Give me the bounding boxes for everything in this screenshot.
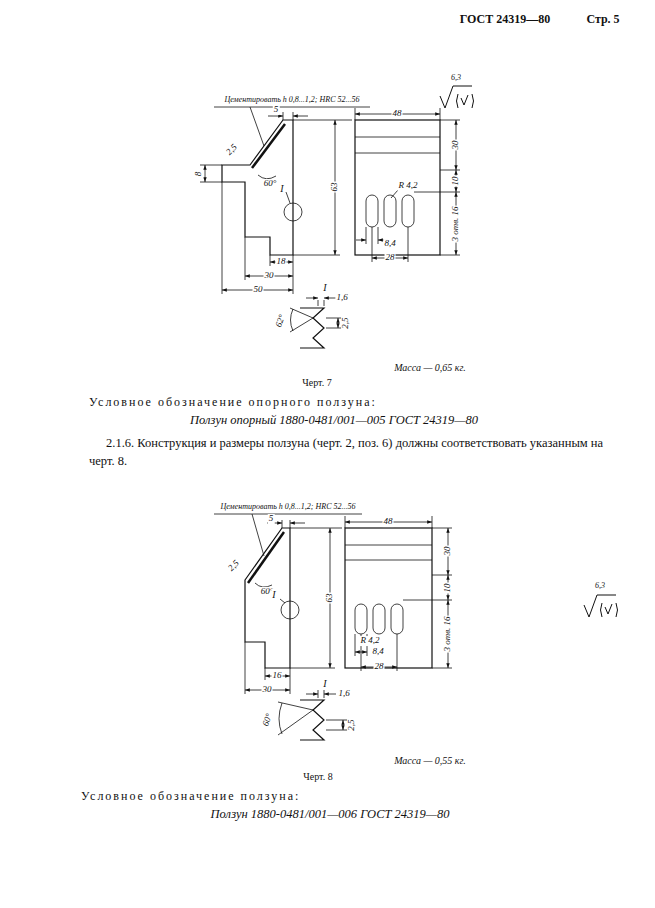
dimension-label: 1,6 (335, 293, 348, 303)
figure-caption: Черт. 7 (301, 377, 332, 388)
side-view (200, 107, 370, 294)
dimension-label: 18 (276, 257, 287, 267)
dimension-label: 60° (261, 711, 275, 728)
dimension-label: 48 (383, 517, 394, 527)
body-paragraph: 2.1.6. Конструкция и размеры ползуна (че… (88, 434, 630, 470)
header-text: Стр. 5 (585, 13, 620, 26)
detail-view (290, 298, 342, 348)
note-text: 6,3 (594, 582, 606, 591)
dimension-label: 60° (263, 179, 278, 189)
dimension-label: 3 отв. 16 (443, 615, 453, 652)
dimension-label: 63 (325, 593, 335, 604)
dimension-label: 50 (253, 285, 264, 295)
dimension-label: 8,4 (383, 239, 396, 249)
designation-heading: Условное обозначение ползуна: (80, 790, 301, 803)
note-text: Цементировать h 0,8...1,2; HRC 52...56 (223, 96, 360, 105)
roughness-symbol (440, 86, 474, 108)
dimension-label: 30 (262, 685, 273, 695)
designation-heading: Условное обозначение опорного ползуна: (88, 396, 378, 409)
dimension-label: 2,5 (224, 142, 240, 158)
dimension-label: 48 (392, 109, 403, 119)
note-text: Цементировать h 0,8...1,2; HRC 52...56 (219, 503, 356, 512)
mass-note: I (322, 282, 327, 293)
dimension-label: 5 (268, 514, 275, 524)
dimension-label: 28 (385, 253, 396, 263)
dimension-label: 10 (443, 583, 453, 594)
dimension-label: 10 (451, 176, 461, 187)
dimension-label: 2,5 (347, 718, 357, 731)
dimension-label: 8 (194, 171, 204, 178)
header-text: ГОСТ 24319—80 (459, 13, 552, 26)
front-view (345, 516, 452, 671)
mass-note: I (279, 183, 284, 194)
dimension-label: 3 отв. 16 (451, 205, 461, 242)
dimension-label: R 4,2 (360, 636, 381, 646)
mass-note: Масса — 0,55 кг. (393, 755, 467, 766)
note-text: 6,3 (450, 74, 462, 83)
designation-text: Ползун опорный 1880-0481/001—005 ГОСТ 24… (189, 414, 479, 428)
dimension-label: 2,5 (226, 558, 242, 574)
dimension-label: 28 (374, 662, 385, 672)
designation-text: Ползун 1880-0481/001—006 ГОСТ 24319—80 (210, 808, 451, 822)
dimension-label: 63 (330, 182, 340, 193)
side-view (214, 514, 362, 694)
dimension-label: 30 (264, 271, 275, 281)
figure-caption: Черт. 8 (302, 771, 333, 782)
dimension-label: 30 (443, 546, 453, 557)
dimension-label: 5 (273, 105, 280, 115)
mass-note: I (322, 678, 327, 689)
dimension-label: 16 (272, 671, 283, 681)
roughness-symbol (584, 595, 618, 617)
mass-note: Масса — 0,65 кг. (393, 362, 467, 373)
dimension-label: 2,5 (341, 316, 351, 329)
dimension-label: 1,6 (337, 689, 350, 699)
mass-note: I (271, 589, 276, 600)
dimension-label: R 4,2 (398, 181, 419, 191)
dimension-label: 30 (451, 140, 461, 151)
dimension-label: 62° (274, 312, 288, 329)
dimension-label: 8,4 (371, 647, 384, 657)
front-view (355, 108, 460, 262)
